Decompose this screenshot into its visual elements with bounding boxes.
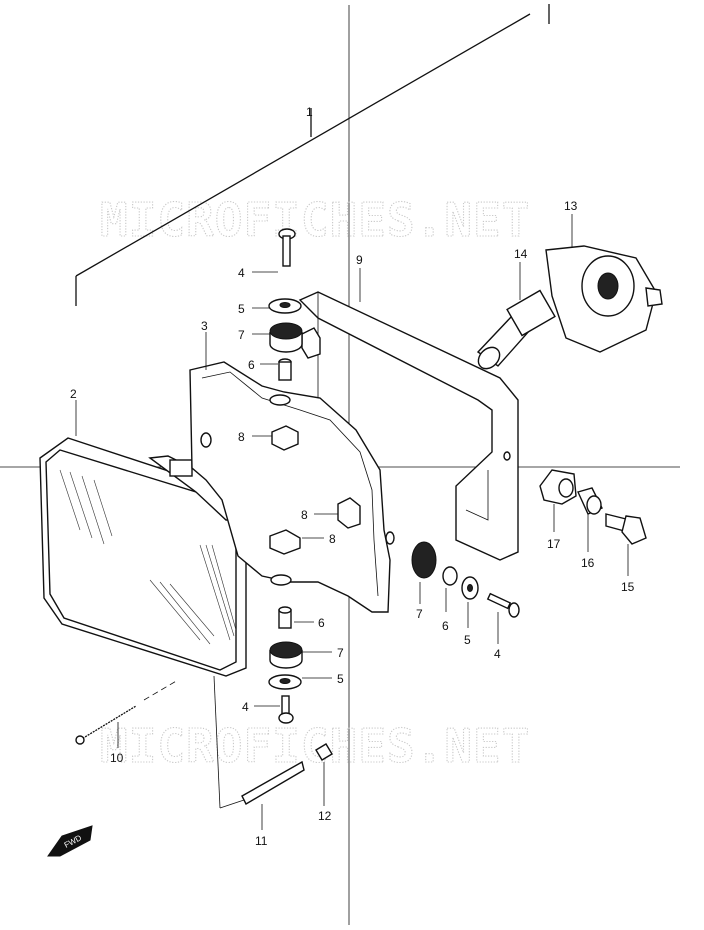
callout-2: 2 <box>70 387 77 401</box>
lower-hardware <box>268 606 303 724</box>
callout-7-upper: 7 <box>238 328 245 342</box>
clips-part-8 <box>269 327 361 555</box>
callout-5-lower: 5 <box>337 672 344 686</box>
callout-6-right: 6 <box>442 619 449 633</box>
callout-6-lower: 6 <box>318 616 325 630</box>
housing-bracket <box>298 291 519 561</box>
fwd-arrow-icon: FWD <box>47 825 93 857</box>
callout-4-upper: 4 <box>238 266 245 280</box>
watermark-bottom: MICROFICHES.NET <box>100 719 530 773</box>
callout-4-lower: 4 <box>242 700 249 714</box>
callout-8-top: 8 <box>238 430 245 444</box>
callout-8-mid: 8 <box>301 508 308 522</box>
mounting-frame <box>189 361 395 613</box>
callout-14: 14 <box>514 247 528 261</box>
callout-4-right: 4 <box>494 647 501 661</box>
callout-3: 3 <box>201 319 208 333</box>
callouts: 1 2 3 4 5 7 6 8 8 8 9 6 7 5 4 7 6 5 4 14… <box>70 105 635 848</box>
right-hardware <box>411 541 520 618</box>
callout-6-upper: 6 <box>248 358 255 372</box>
callout-7-lower: 7 <box>337 646 344 660</box>
bulb-and-socket <box>476 245 663 370</box>
callout-1: 1 <box>306 105 313 119</box>
callout-8-low: 8 <box>329 532 336 546</box>
watermark-top: MICROFICHES.NET <box>100 193 530 247</box>
callout-13: 13 <box>564 199 578 213</box>
leader-lines <box>75 214 629 830</box>
callout-16: 16 <box>581 556 595 570</box>
far-right-hardware <box>539 469 647 545</box>
callout-5-right: 5 <box>464 633 471 647</box>
upper-hardware <box>268 228 303 381</box>
callout-12: 12 <box>318 809 332 823</box>
assembly-bracket <box>75 4 550 306</box>
callout-7-right: 7 <box>416 607 423 621</box>
callout-11: 11 <box>255 834 268 848</box>
callout-17: 17 <box>547 537 561 551</box>
callout-9: 9 <box>356 253 363 267</box>
callout-5-upper: 5 <box>238 302 245 316</box>
callout-15: 15 <box>621 580 635 594</box>
callout-10: 10 <box>110 751 124 765</box>
adjuster-parts <box>75 675 333 809</box>
